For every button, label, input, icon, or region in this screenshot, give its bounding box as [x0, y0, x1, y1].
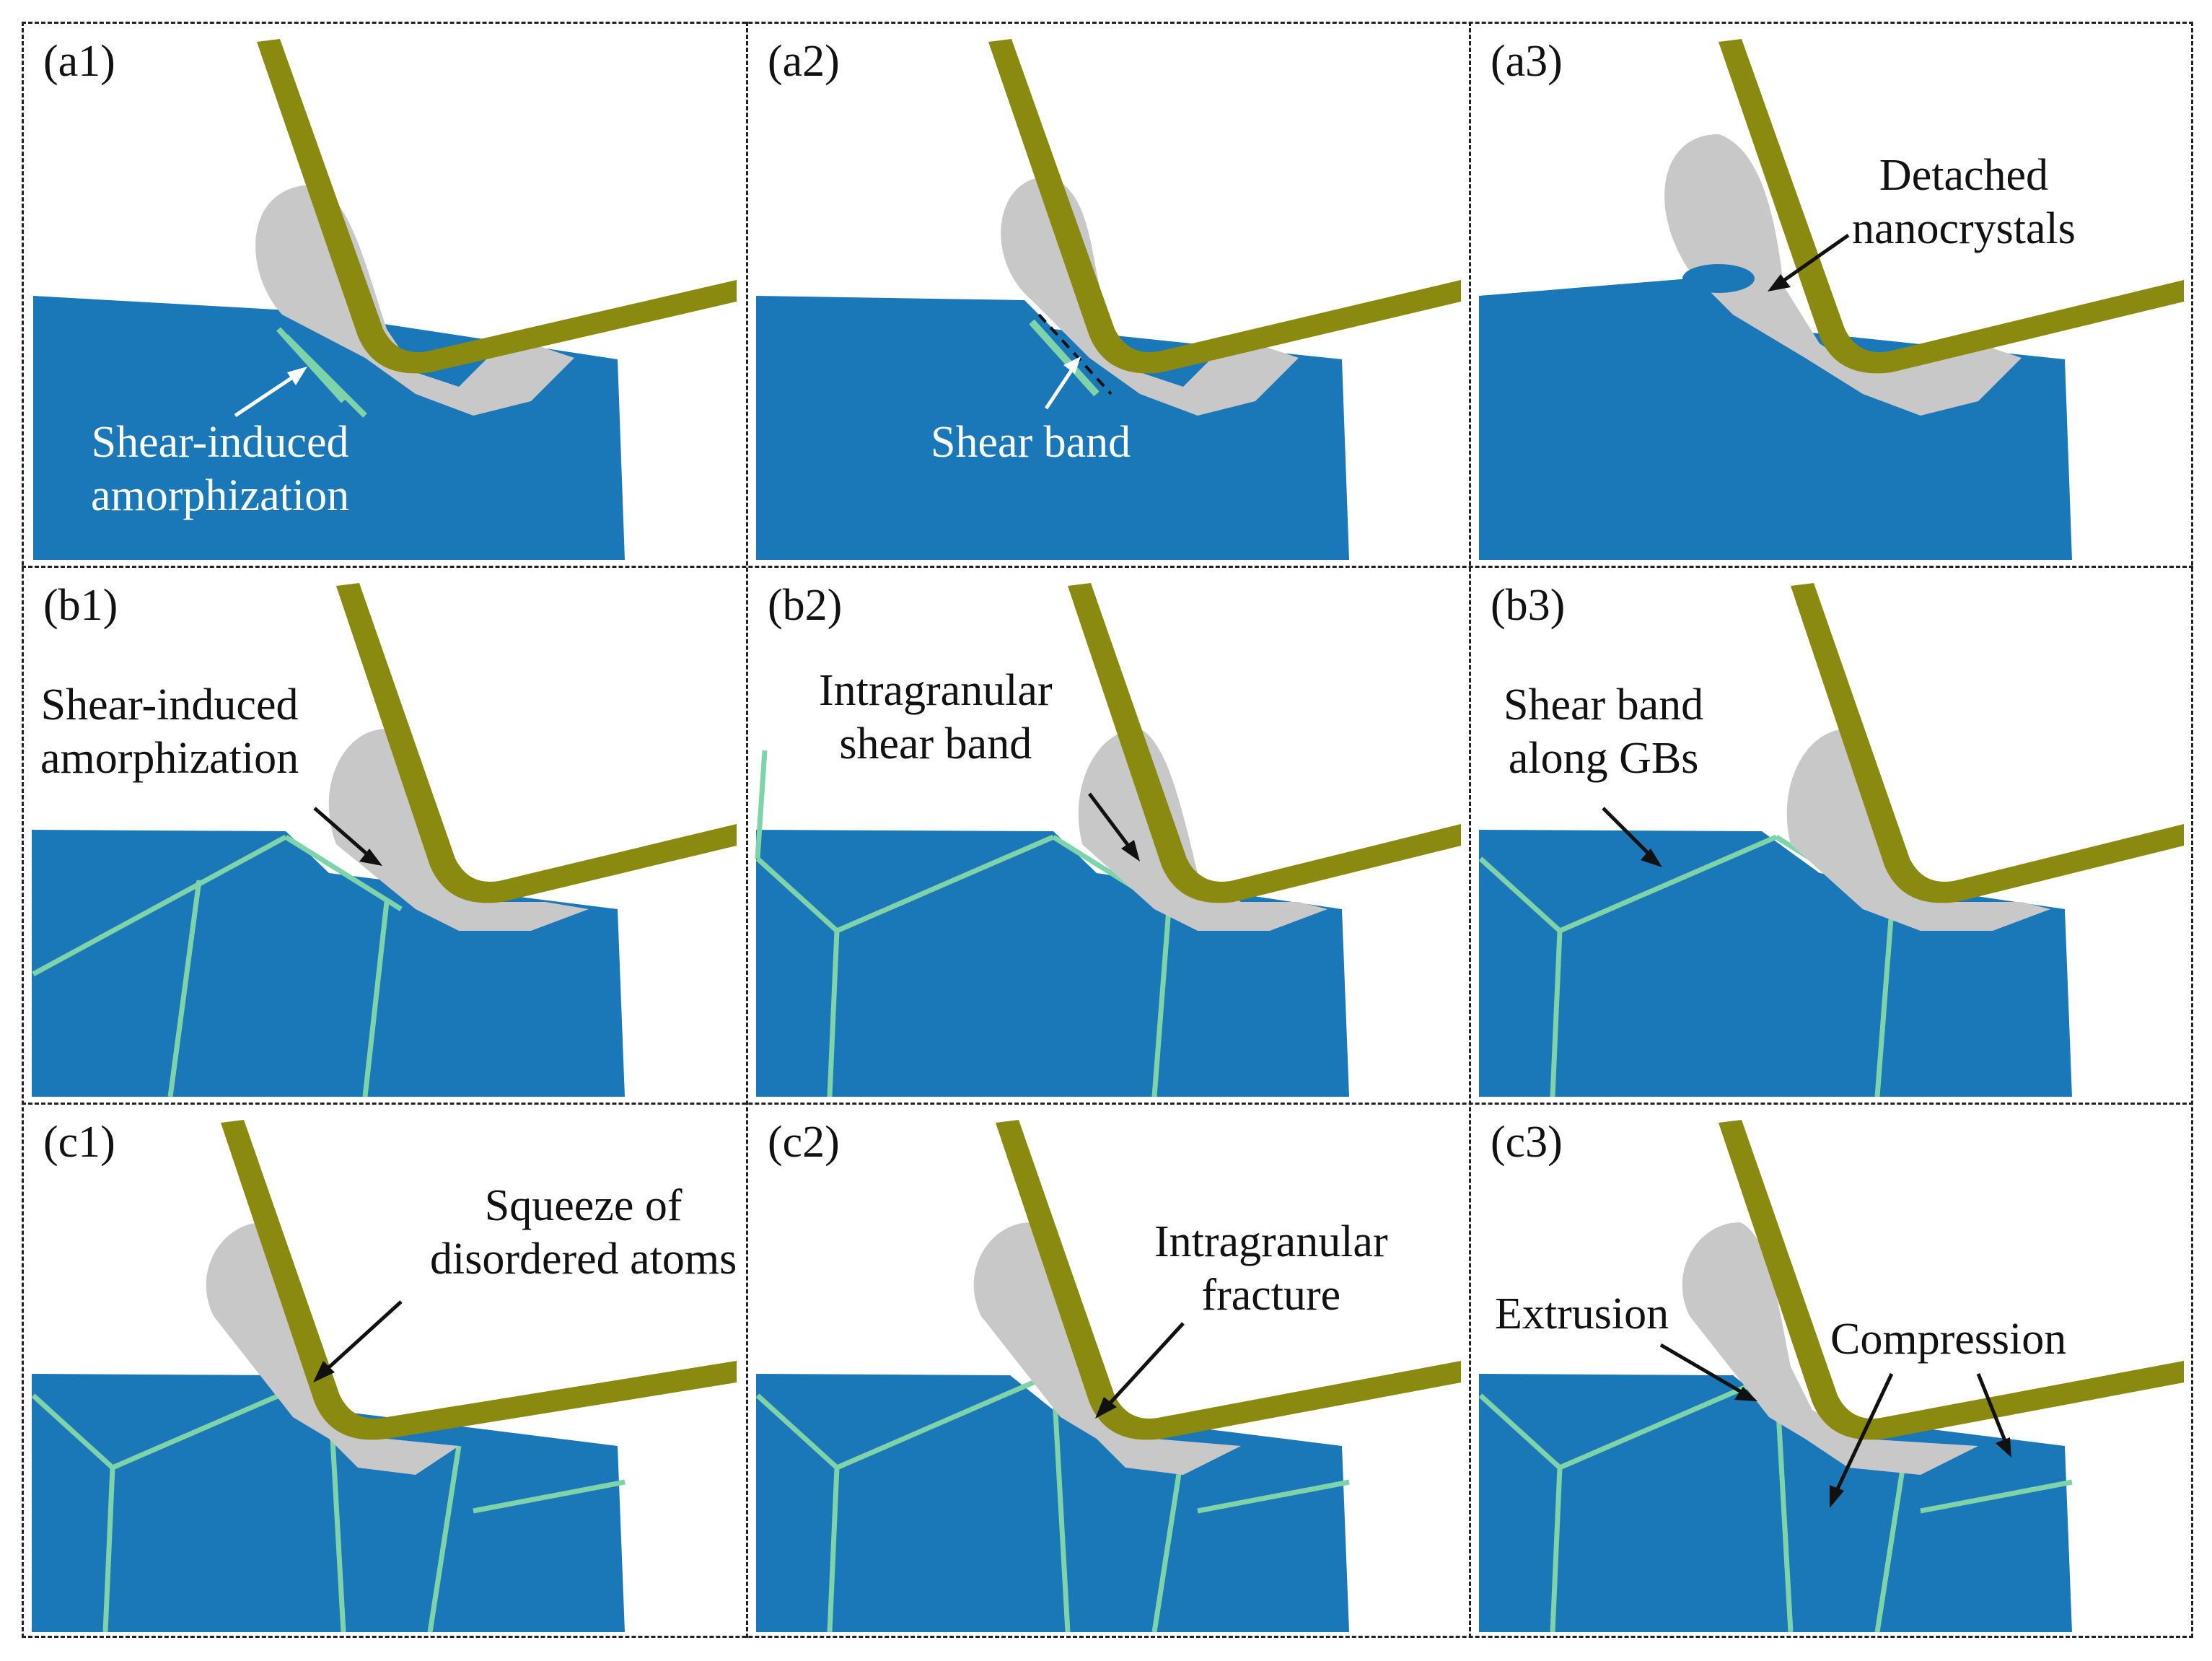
panel-label: (b2)	[768, 581, 843, 630]
panel-b3: (b3) Shear band along GBs	[1473, 570, 2190, 1100]
panel-label: (c3)	[1491, 1118, 1563, 1167]
panel-a3: (a3) Detached nanocrystals	[1473, 26, 2190, 563]
grain-boundary	[276, 327, 367, 418]
annotation-line: Intragranular	[1154, 1217, 1388, 1266]
panel-label: (a2)	[768, 37, 840, 86]
panel-c1: (c1) Squeeze of disordered atoms	[26, 1107, 743, 1635]
annotation: Shear band along GBs	[1504, 678, 1703, 786]
annotation-line: disordered atoms	[430, 1235, 737, 1284]
annotation: Intragranular fracture	[1154, 1215, 1388, 1323]
annotation-line: shear band	[839, 719, 1032, 769]
annotation: Shear band	[931, 416, 1131, 469]
annotation-compression: Compression	[1830, 1315, 2067, 1364]
annotation-line: along GBs	[1508, 734, 1699, 784]
annotation-line: Shear band	[931, 418, 1131, 467]
annotation-extrusion: Extrusion	[1495, 1289, 1669, 1338]
annotation-line: nanocrystals	[1852, 204, 2076, 254]
workpiece	[32, 830, 625, 1097]
panel-label: (a3)	[1491, 37, 1563, 86]
panel-c3: (c3) Extrusion Compression	[1473, 1107, 2190, 1635]
workpiece	[33, 296, 625, 560]
chip	[328, 729, 589, 931]
panel-label: (c1)	[43, 1118, 115, 1167]
grid-divider	[746, 22, 748, 1638]
grain-boundary	[31, 1371, 626, 1633]
tool	[336, 583, 737, 903]
annotation-line: amorphization	[40, 734, 299, 784]
panel-b2: (b2) Intragranular shear band	[750, 570, 1467, 1100]
annotation-line: Shear-induced	[40, 680, 299, 729]
chip	[1786, 729, 2050, 931]
annotation: Shear-induced amorphization	[91, 416, 349, 523]
annotation-line: Intragranular	[819, 666, 1053, 715]
panel-a1: (a1) Shear-induced amorphization	[26, 26, 743, 563]
panel-label: (c2)	[768, 1118, 840, 1167]
tool	[1068, 583, 1461, 903]
panel-b1: (b1) Shear-induced amorphization	[26, 570, 743, 1100]
panel-c2: (c2) Intragranular fracture	[750, 1107, 1467, 1635]
grain-boundary	[1478, 1371, 2073, 1633]
grid-divider	[22, 566, 2193, 568]
nanocrystal	[1682, 264, 1755, 293]
annotation-line: Shear-induced	[91, 418, 349, 467]
annotation: Intragranular shear band	[819, 664, 1053, 771]
grain-boundary	[755, 1371, 1350, 1633]
annotation: Detached nanocrystals	[1852, 149, 2076, 256]
panel-label: (b1)	[43, 581, 118, 630]
annotation-line: Shear band	[1504, 680, 1704, 729]
grain-boundary	[755, 750, 1172, 1097]
panel-a2: (a2) Shear band	[750, 26, 1467, 563]
dashed-guide	[1037, 313, 1112, 395]
tool	[1791, 583, 2184, 903]
grain-boundary	[32, 834, 403, 1097]
grid-frame	[22, 22, 2193, 1638]
workpiece	[756, 830, 1349, 1097]
workpiece	[1479, 830, 2072, 1097]
chip	[973, 1222, 1241, 1475]
annotation-line: Detached	[1879, 151, 2048, 200]
annotation: Squeeze of disordered atoms	[430, 1179, 737, 1287]
grid-divider	[1469, 22, 1471, 1638]
grid-divider	[22, 1103, 2193, 1105]
chip	[1682, 1222, 1978, 1475]
chip	[1664, 134, 2022, 416]
annotation-line: Squeeze of	[484, 1181, 683, 1230]
annotation: Shear-induced amorphization	[40, 678, 299, 786]
annotation-line: amorphization	[91, 471, 350, 521]
panel-label: (b3)	[1491, 581, 1566, 630]
annotation-line: fracture	[1201, 1271, 1341, 1320]
panel-label: (a1)	[43, 37, 115, 86]
chip	[206, 1222, 459, 1475]
